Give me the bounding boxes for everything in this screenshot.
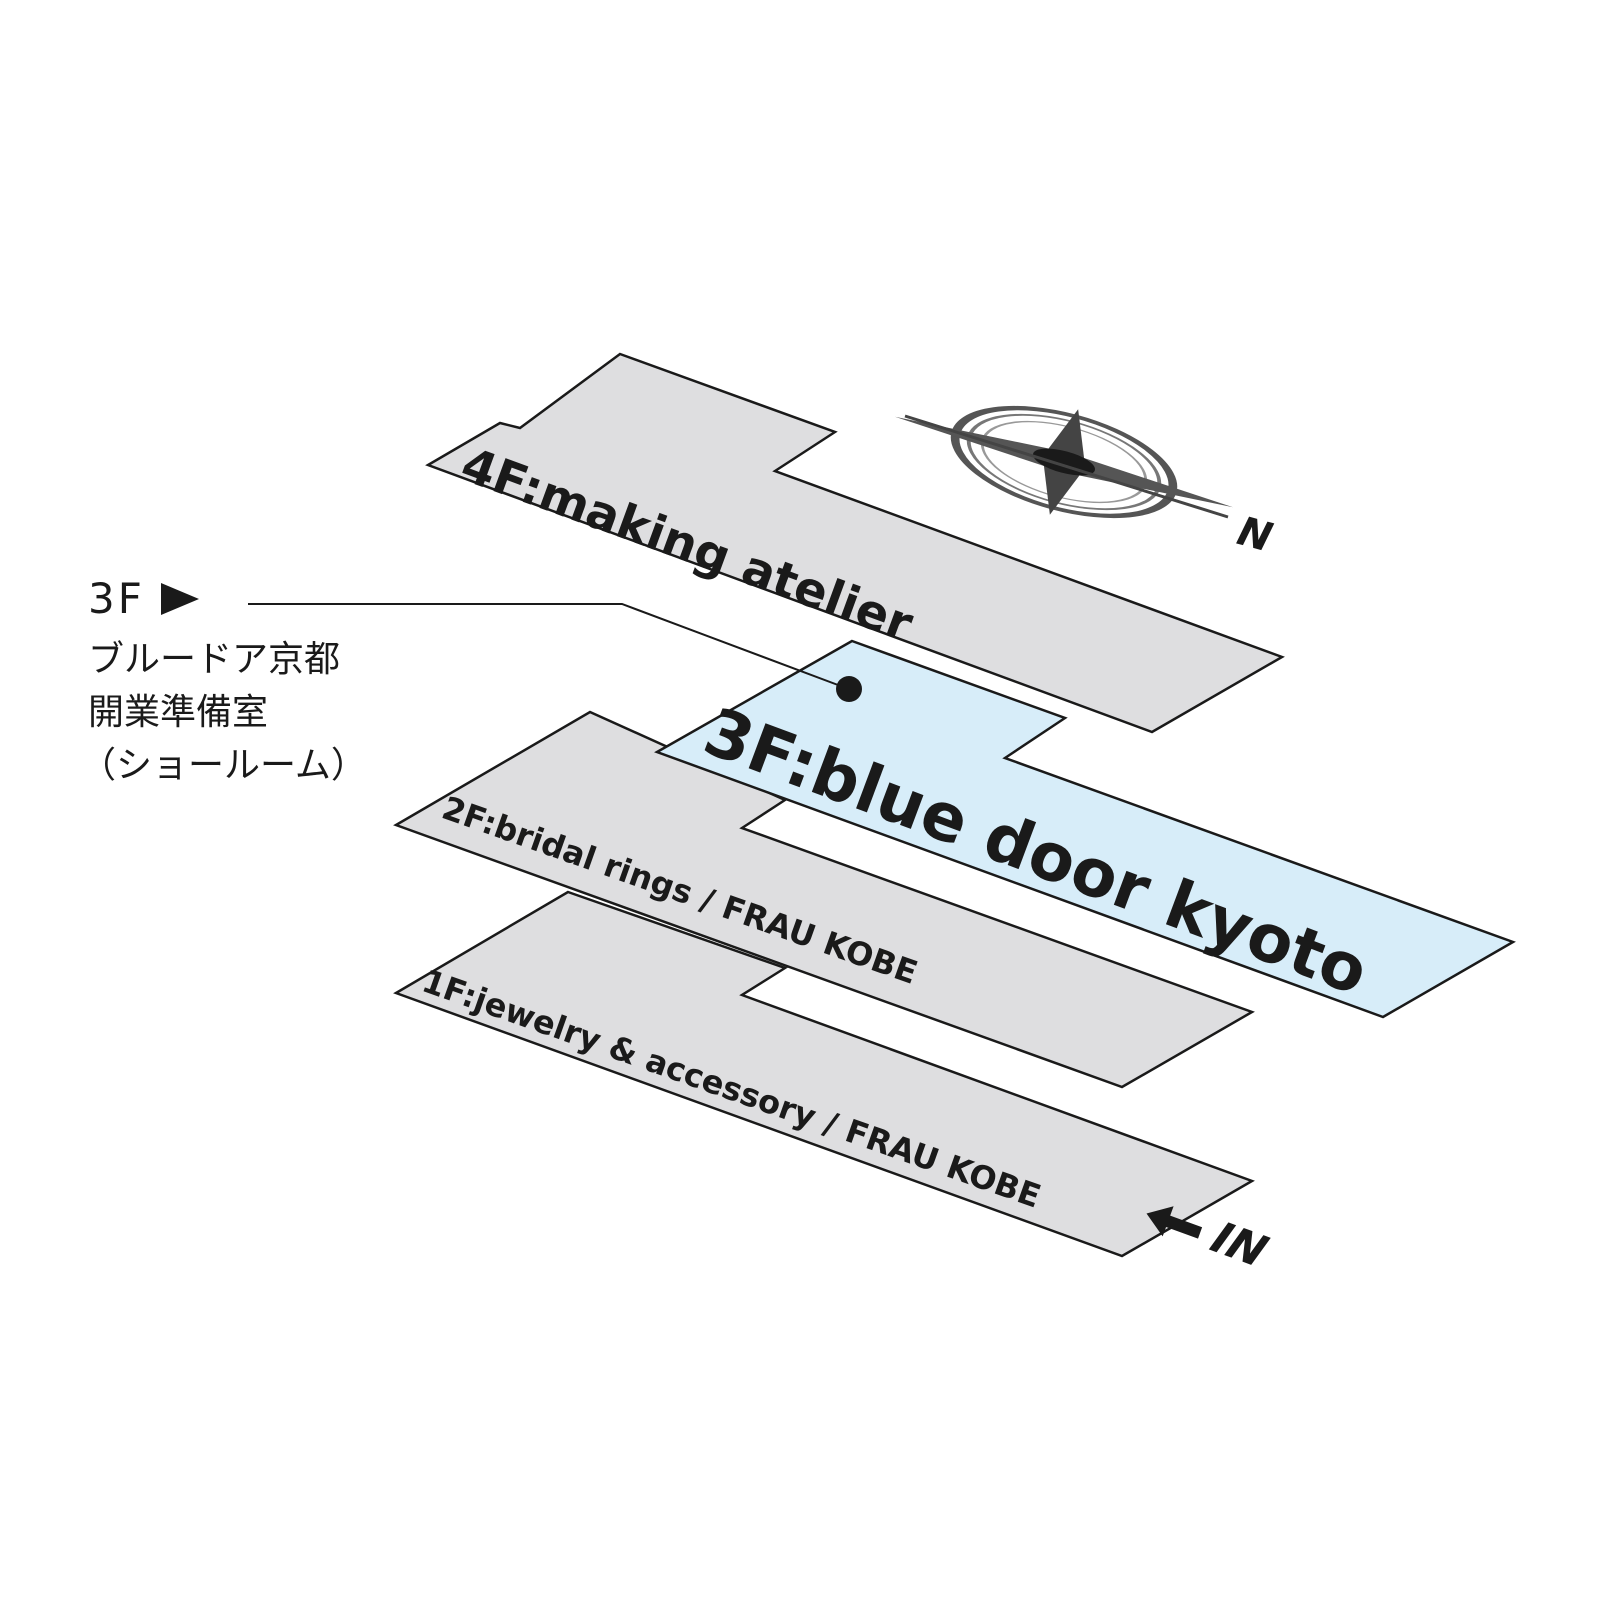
callout-floor-label: 3F	[88, 574, 145, 623]
floor-3f-plate	[654, 639, 1516, 1019]
callout-line-name: ブルードア京都	[88, 639, 341, 680]
callout-dot	[836, 676, 862, 702]
callout-leader-line	[248, 603, 847, 689]
callout-text: 3F ブルードア京都 開業準備室 （ショールーム）	[80, 574, 367, 792]
arrow-left-icon	[1146, 1206, 1203, 1239]
callout-line-office: 開業準備室	[88, 692, 269, 733]
callout-line-showroom: （ショールーム）	[80, 745, 367, 786]
compass-needle-line	[904, 414, 1229, 519]
floor-1f-plate	[393, 890, 1255, 1258]
entrance-marker: IN	[1146, 1206, 1280, 1275]
triangle-right-icon	[160, 582, 199, 615]
compass-north-label: N	[1233, 508, 1277, 561]
entrance-label: IN	[1198, 1213, 1280, 1275]
callout-floor-heading: 3F	[88, 574, 367, 623]
floor-4f-plate	[425, 352, 1285, 734]
